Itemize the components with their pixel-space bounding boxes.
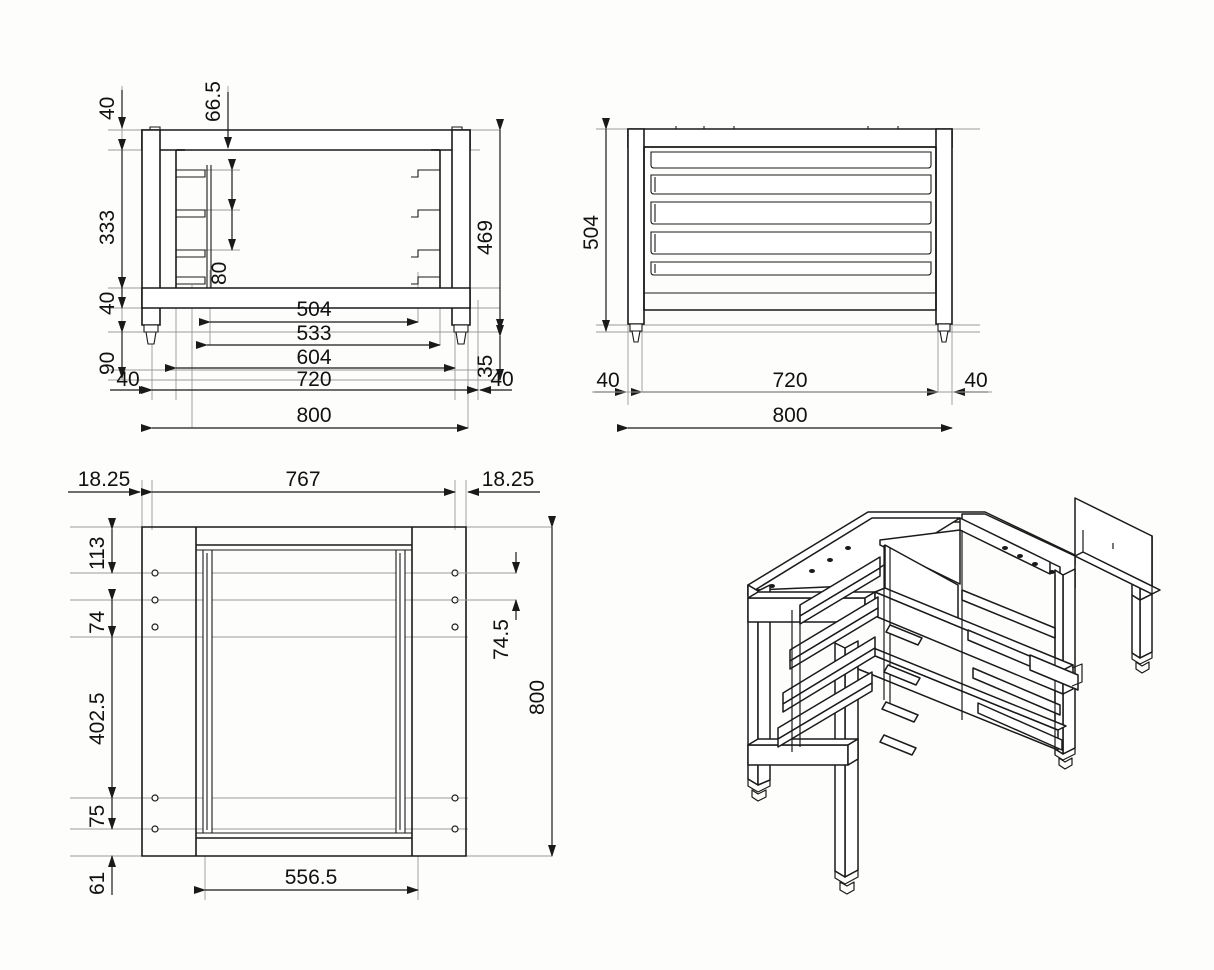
front-frame-geometry [627, 126, 953, 343]
dim-plan-402-5: 402.5 [86, 692, 109, 745]
side-dimensions: 40 66.5 333 80 40 90 469 35 [96, 81, 514, 432]
plan-right-holes [451, 569, 459, 833]
dim-front-800: 800 [772, 404, 807, 427]
dim-plan-113: 113 [86, 537, 109, 570]
dim-plan-61: 61 [86, 872, 109, 895]
dim-side-top-40: 40 [96, 97, 119, 120]
dim-side-504: 504 [296, 298, 331, 321]
dim-plan-767: 767 [285, 468, 320, 491]
iso-rear-runner-brackets [879, 624, 923, 756]
dim-side-469: 469 [474, 220, 497, 255]
front-dimensions: 504 720 40 40 800 [580, 118, 992, 432]
dim-side-604: 604 [296, 346, 331, 369]
dim-front-left-40: 40 [596, 369, 619, 392]
dim-side-mid-40: 40 [96, 292, 119, 315]
dim-side-333: 333 [96, 210, 119, 245]
dim-side-35: 35 [474, 355, 497, 378]
iso-left-runners [777, 545, 891, 752]
dim-side-80: 80 [208, 262, 231, 285]
dim-front-right-40: 40 [964, 369, 987, 392]
dim-side-left-40: 40 [116, 368, 139, 391]
dim-plan-800: 800 [526, 680, 549, 715]
dim-plan-18-25-right: 18.25 [482, 468, 535, 491]
plan-top-view: 767 18.25 18.25 113 74 402.5 75 61 [68, 468, 556, 900]
isometric-3d-view [747, 497, 1161, 895]
plan-dimensions: 767 18.25 18.25 113 74 402.5 75 61 [68, 468, 556, 895]
dim-plan-75: 75 [86, 805, 109, 828]
plan-left-holes [151, 569, 159, 833]
front-elevation-view: 504 720 40 40 800 [580, 118, 992, 432]
side-right-runners [411, 169, 440, 285]
dim-plan-18-25-left: 18.25 [78, 468, 131, 491]
dim-side-800: 800 [296, 404, 331, 427]
dim-side-90: 90 [96, 352, 119, 375]
dim-side-right-40: 40 [490, 368, 513, 391]
plan-frame-geometry [141, 526, 516, 857]
dim-front-504: 504 [580, 215, 603, 250]
side-left-runners [176, 165, 212, 288]
dim-side-533: 533 [296, 322, 331, 345]
dim-side-720: 720 [296, 368, 331, 391]
side-elevation-view: 40 66.5 333 80 40 90 469 35 [96, 81, 514, 432]
dim-side-66-5: 66.5 [202, 81, 225, 122]
front-shelf-rails [650, 151, 932, 276]
dim-plan-74-5: 74.5 [490, 619, 513, 660]
dim-plan-556-5: 556.5 [285, 866, 338, 889]
iso-right-plate-holes [1002, 546, 1055, 574]
dim-front-720: 720 [772, 369, 807, 392]
dim-plan-74: 74 [86, 610, 109, 634]
